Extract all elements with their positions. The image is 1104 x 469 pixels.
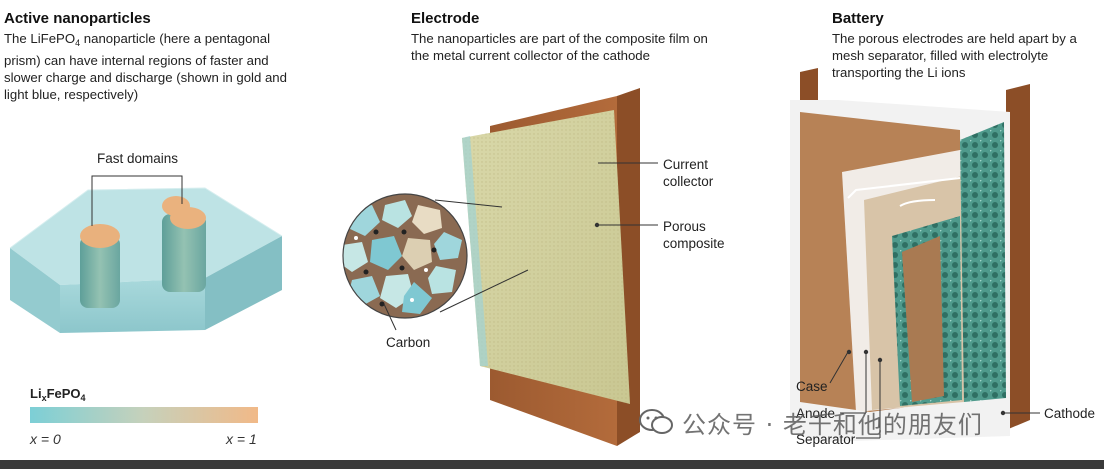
legend-title: LixFePO4: [30, 385, 86, 407]
panel2-description: The nanoparticles are part of the compos…: [411, 31, 708, 63]
fast-domain-cylinder-left: [80, 224, 120, 308]
legend-max-label: x = 1: [226, 431, 257, 447]
legend-sub: x: [41, 393, 47, 403]
label-carbon: Carbon: [386, 335, 431, 350]
panel1-description: The LiFePO4 nanoparticle (here a pentago…: [4, 30, 304, 103]
carbon-leader: [383, 303, 397, 331]
legend-min-label: x = 0: [30, 431, 61, 447]
label-separator: Separator: [796, 432, 856, 447]
wechat-icon: [639, 409, 673, 434]
fast-domain-cylinder-right: [162, 196, 206, 292]
label-cathode: Cathode: [1044, 406, 1096, 421]
case-leader: [829, 351, 849, 384]
magnified-composite-lens: [342, 193, 468, 319]
panel3-title: Battery: [832, 10, 884, 27]
label-porous-composite: Porous composite: [663, 219, 725, 251]
legend-prefix: Li: [30, 386, 42, 401]
panel1-desc-pre: The LiFePO: [4, 31, 76, 46]
label-anode: Anode: [796, 406, 836, 421]
porous-composite-film: [462, 110, 630, 404]
legend-suffix: FePO: [46, 386, 81, 401]
fast-domains-leader: [91, 175, 183, 226]
legend-gradient-bar: [30, 407, 258, 423]
panel2-title: Electrode: [411, 10, 480, 27]
panel1-desc-sub: 4: [75, 38, 81, 48]
panel1-desc-post: nanoparticle (here a pentagonal prism) c…: [4, 31, 287, 102]
pentagonal-prism: [9, 187, 283, 333]
bottom-bar: [0, 460, 1104, 469]
legend-suffix-sub: 4: [80, 393, 86, 403]
panel1-title: Active nanoparticles: [4, 10, 151, 27]
panel3-description: The porous electrodes are held apart by …: [832, 31, 1077, 80]
label-case: Case: [796, 379, 828, 394]
label-fast-domains: Fast domains: [97, 151, 179, 166]
label-current-collector: Current collector: [663, 157, 714, 189]
watermark-text: 公众号 · 老千和他的朋友们: [682, 410, 983, 439]
watermark: 公众号 · 老千和他的朋友们: [638, 402, 983, 442]
